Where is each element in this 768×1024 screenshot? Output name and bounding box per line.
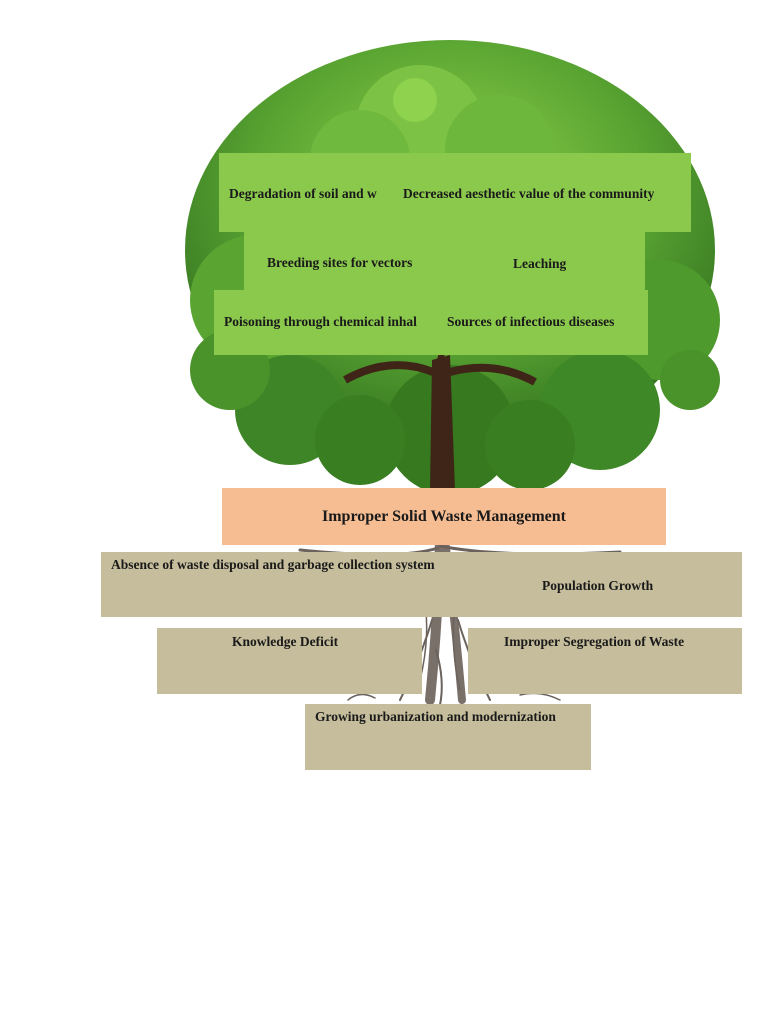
cause-label: Population Growth: [542, 578, 653, 594]
effect-label: Leaching: [513, 256, 566, 272]
core-problem-title: Improper Solid Waste Management: [222, 508, 666, 526]
effect-label: Sources of infectious diseases: [447, 314, 614, 330]
cause-label: Improper Segregation of Waste: [504, 634, 684, 650]
effect-label: Decreased aesthetic value of the communi…: [403, 186, 654, 202]
effect-label: Breeding sites for vectors: [267, 255, 412, 271]
core-problem-box: Improper Solid Waste Management: [222, 488, 666, 545]
cause-label: Absence of waste disposal and garbage co…: [111, 557, 435, 573]
cause-label: Growing urbanization and modernization: [315, 709, 556, 725]
cause-label: Knowledge Deficit: [232, 634, 338, 650]
effect-label: Poisoning through chemical inhal: [224, 314, 442, 330]
effect-label: Degradation of soil and w: [229, 186, 398, 202]
